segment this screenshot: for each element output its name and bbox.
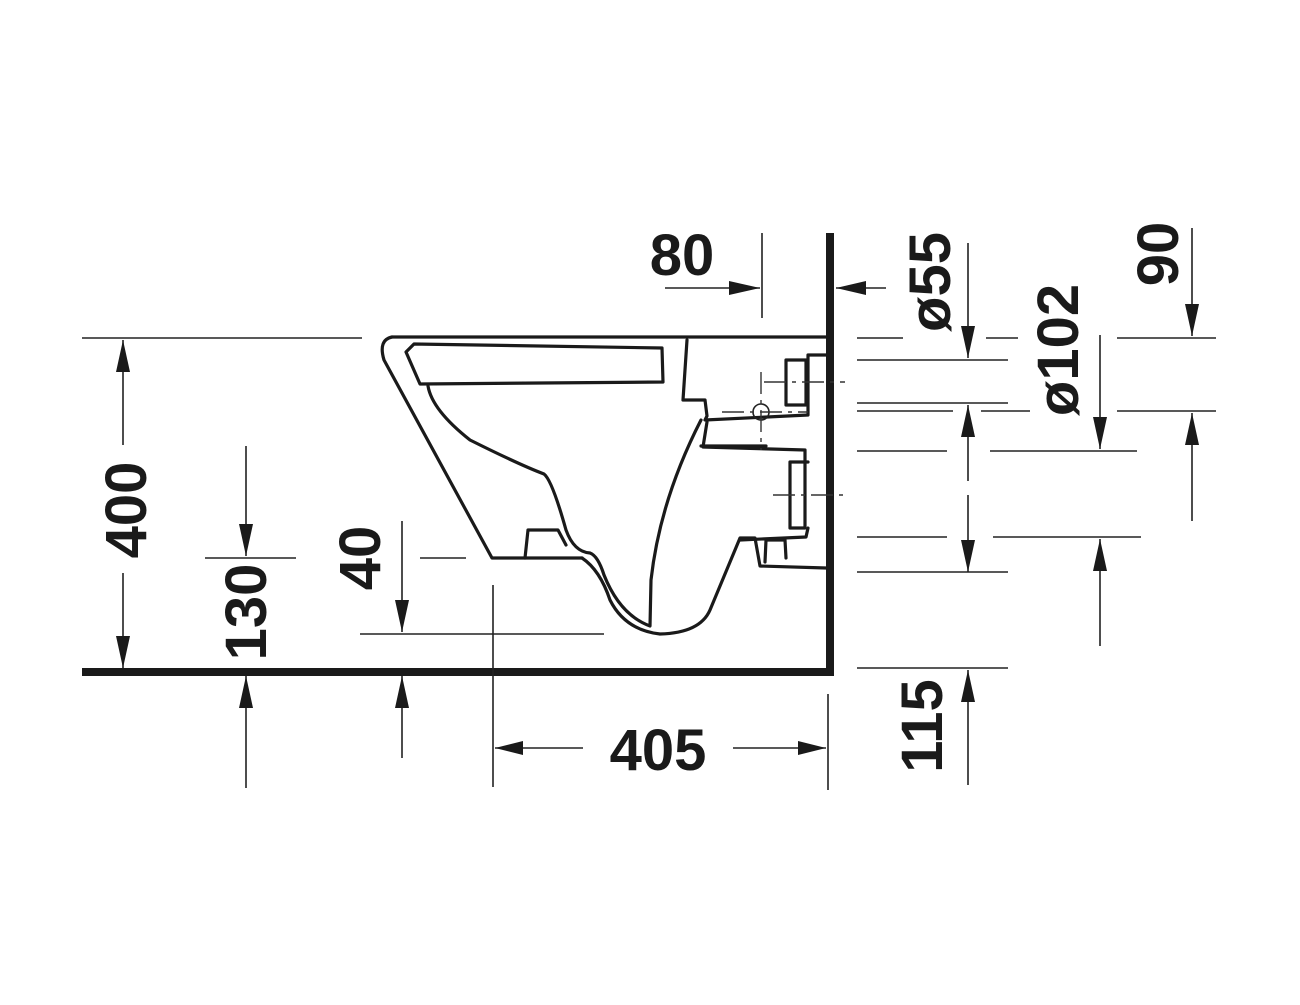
dim-90: 90 [1117, 222, 1216, 521]
dim-40: 40 [328, 521, 604, 758]
label-130: 130 [214, 564, 279, 661]
label-80: 80 [650, 223, 715, 288]
label-115: 115 [890, 679, 955, 773]
label-diameter-102: ø102 [1026, 284, 1091, 416]
floor-and-wall [82, 233, 834, 676]
label-90: 90 [1126, 222, 1191, 287]
dim-115: 115 [857, 667, 1008, 785]
dim-400: 400 [82, 337, 362, 668]
dim-405: 405 [492, 585, 829, 790]
label-40: 40 [328, 526, 393, 591]
label-diameter-55: ø55 [898, 232, 963, 332]
dim-130: 130 [205, 446, 296, 788]
dim-80: 80 [650, 223, 886, 318]
label-405: 405 [610, 718, 707, 783]
center-lines [722, 372, 848, 496]
dim-diameter-102: ø102 [990, 284, 1141, 646]
dim-diameter-55: ø55 [857, 232, 1030, 573]
toilet-outline [380, 335, 828, 636]
label-400: 400 [94, 462, 159, 559]
